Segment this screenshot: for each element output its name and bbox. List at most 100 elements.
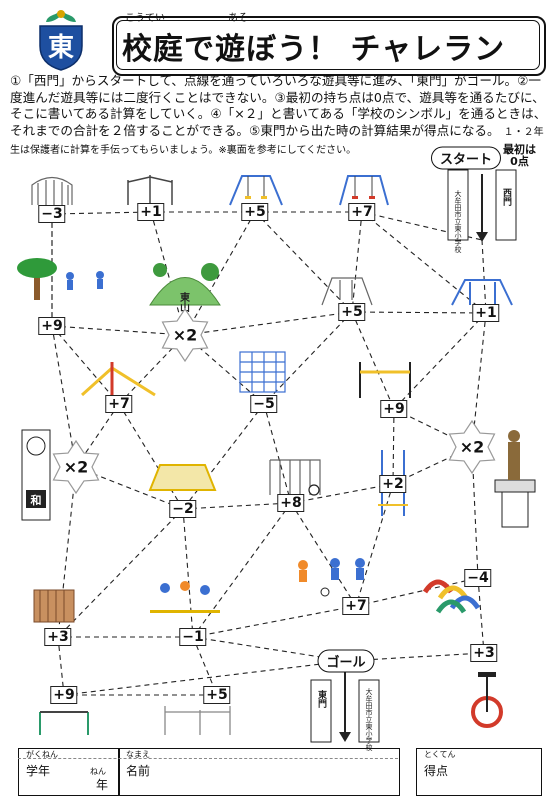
fence-illustration bbox=[33, 589, 75, 623]
hill-illustration bbox=[149, 263, 221, 306]
playground-children-illustration bbox=[150, 581, 220, 613]
svg-text:大牟田市立東小学校: 大牟田市立東小学校 bbox=[365, 687, 373, 752]
symbol-star-shape bbox=[161, 307, 209, 363]
double-star-label: ×2 bbox=[459, 437, 485, 457]
score-node: +7 bbox=[348, 203, 376, 221]
soccer-goal-illustration bbox=[269, 459, 321, 496]
bars-illustration bbox=[359, 362, 411, 398]
dotted-path bbox=[393, 312, 487, 410]
score-node: +5 bbox=[203, 686, 231, 704]
east-gate-illustration bbox=[310, 672, 380, 743]
score-node: +2 bbox=[379, 475, 407, 493]
score-node: −3 bbox=[38, 205, 66, 223]
score-node: −2 bbox=[169, 500, 197, 518]
dotted-path bbox=[192, 502, 292, 638]
dotted-path bbox=[184, 311, 353, 336]
tires-illustration bbox=[422, 579, 481, 614]
horizontal-bar-illustration bbox=[127, 175, 173, 205]
start-note: 最初は 0点 bbox=[503, 143, 536, 168]
score-node: +3 bbox=[44, 628, 72, 646]
dotted-path bbox=[392, 408, 395, 485]
tree-illustration bbox=[17, 258, 57, 300]
dotted-path bbox=[51, 325, 77, 468]
jungle-gym-dome-illustration bbox=[31, 176, 73, 205]
svg-text:東: 東 bbox=[48, 33, 74, 63]
score-box bbox=[416, 748, 542, 796]
dotted-path bbox=[192, 636, 218, 696]
dotted-path bbox=[63, 660, 347, 696]
name-ruby: なまえ bbox=[126, 750, 150, 759]
score-node: +7 bbox=[342, 597, 370, 615]
dotted-path bbox=[182, 403, 265, 510]
slide-illustration bbox=[80, 362, 156, 397]
dotted-path bbox=[118, 403, 184, 510]
swing-2-illustration bbox=[339, 175, 389, 206]
start-label: スタート bbox=[430, 146, 502, 170]
school-logo: 東 bbox=[30, 6, 92, 72]
children-running-illustration bbox=[66, 271, 104, 290]
dotted-path bbox=[57, 466, 77, 638]
statue-illustration bbox=[494, 430, 536, 528]
dotted-path bbox=[290, 483, 394, 504]
symbol-star-shape bbox=[52, 439, 100, 495]
score-node: +9 bbox=[50, 686, 78, 704]
dotted-path bbox=[254, 211, 353, 313]
name-label: 名前 bbox=[126, 764, 151, 778]
svg-text:大牟田市立東小学校: 大牟田市立東小学校 bbox=[454, 189, 462, 254]
svg-text:東門: 東門 bbox=[316, 689, 327, 709]
dotted-path bbox=[351, 211, 363, 313]
dotted-path bbox=[192, 605, 357, 638]
score-node: +3 bbox=[470, 644, 498, 662]
clock-tower-illustration bbox=[21, 429, 51, 521]
soccer-children-illustration bbox=[298, 558, 365, 597]
dotted-path bbox=[150, 211, 186, 336]
dotted-path bbox=[355, 577, 479, 607]
score-node: −5 bbox=[250, 395, 278, 413]
score-node: +9 bbox=[380, 400, 408, 418]
score-node: −4 bbox=[464, 569, 492, 587]
page-title: 校庭で遊ぼう！ チャレラン bbox=[122, 32, 506, 67]
score-node: +5 bbox=[241, 203, 269, 221]
score-node: −1 bbox=[179, 628, 207, 646]
dotted-path bbox=[263, 311, 353, 405]
dotted-path bbox=[57, 636, 65, 696]
symbol-stars bbox=[52, 307, 496, 495]
dotted-path bbox=[481, 239, 487, 314]
swing-illustration bbox=[229, 175, 283, 206]
score-node: +1 bbox=[472, 304, 500, 322]
dotted-path bbox=[184, 211, 256, 336]
sandbox-illustration bbox=[148, 464, 217, 491]
symbol-star-shape bbox=[448, 419, 496, 475]
dotted-path bbox=[182, 508, 194, 638]
climbing-frame-illustration bbox=[451, 279, 513, 306]
instructions-text: ①「西門」からスタートして、点線を通っていろいろな遊具等に進み、「東門」がゴール… bbox=[10, 73, 547, 138]
grade-box bbox=[18, 748, 120, 796]
low-bar-illustration bbox=[39, 711, 89, 735]
dotted-path bbox=[51, 325, 186, 336]
score-label: 得点 bbox=[424, 764, 449, 778]
grade-ruby: がくねん bbox=[26, 750, 58, 759]
dotted-path bbox=[51, 325, 120, 405]
ruby-aso: あそ bbox=[228, 13, 248, 24]
dotted-path bbox=[182, 502, 292, 510]
score-ruby: とくてん bbox=[424, 750, 456, 759]
svg-text:西門: 西門 bbox=[501, 188, 512, 207]
instructions-note: １・２年生は保護者に計算を手伝ってもらいましょう。※裏面を参考にしてください。 bbox=[10, 126, 544, 157]
score-node: +9 bbox=[38, 317, 66, 335]
score-node: +7 bbox=[105, 395, 133, 413]
west-gate-illustration bbox=[447, 169, 517, 242]
unicycle-illustration bbox=[471, 672, 503, 728]
climbing-rope-illustration bbox=[321, 277, 373, 306]
dotted-paths bbox=[51, 211, 487, 696]
name-box bbox=[118, 748, 400, 796]
score-node: +5 bbox=[338, 303, 366, 321]
score-node: +1 bbox=[137, 203, 165, 221]
dotted-path bbox=[290, 502, 357, 607]
grade-label: 学年 bbox=[26, 764, 51, 778]
dotted-path bbox=[477, 577, 485, 654]
dotted-path bbox=[351, 311, 487, 314]
dotted-path bbox=[57, 508, 184, 638]
clock-sign: 和 bbox=[31, 493, 42, 507]
dotted-path bbox=[351, 311, 395, 410]
dotted-path bbox=[51, 211, 152, 215]
